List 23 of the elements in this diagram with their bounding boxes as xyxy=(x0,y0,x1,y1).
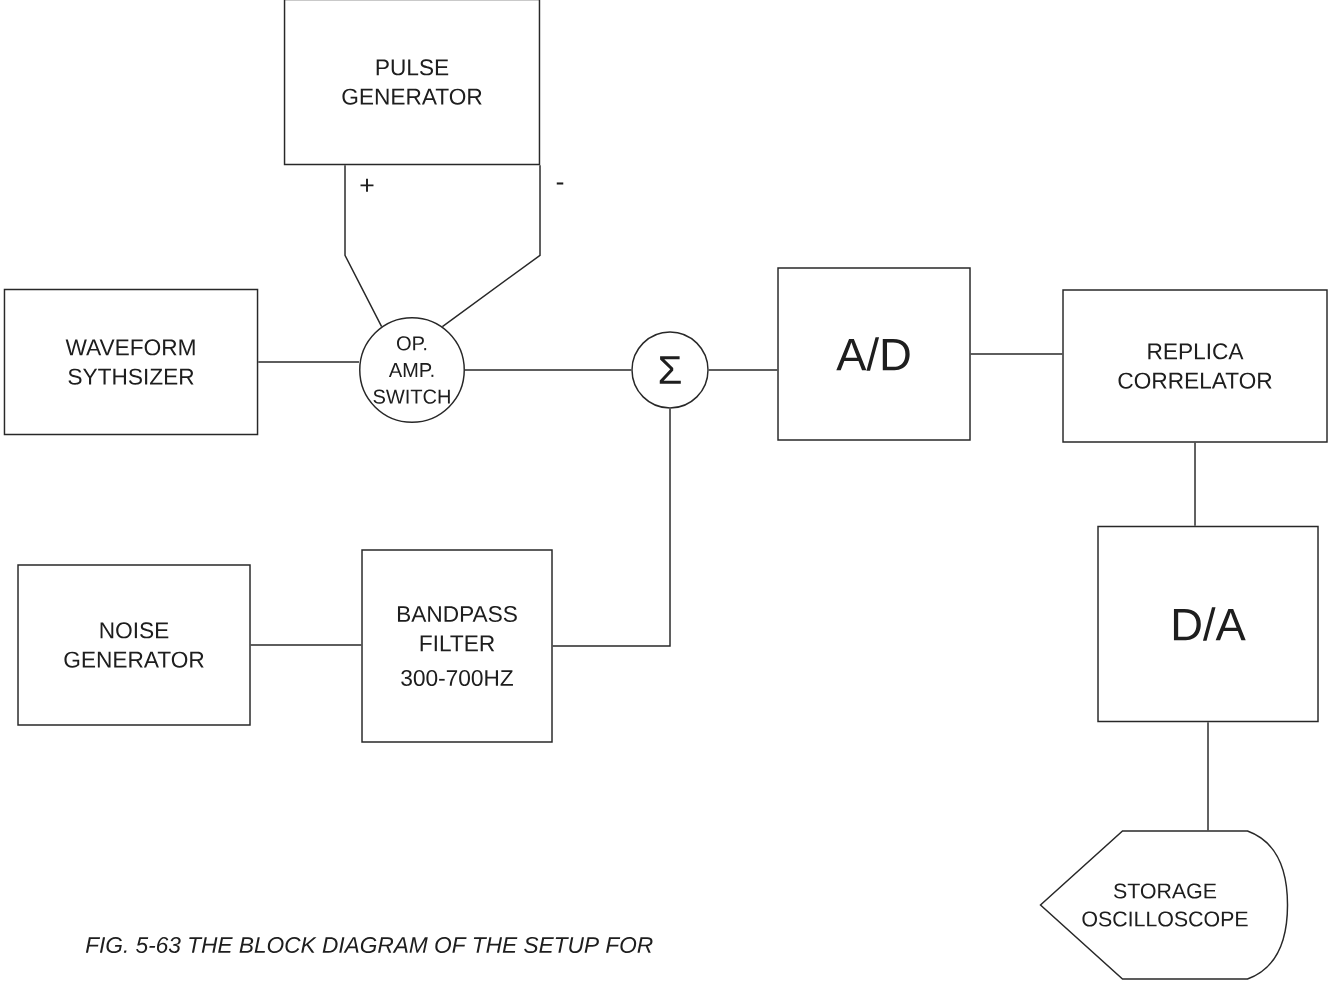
connector-line xyxy=(344,164,383,328)
edge-label: + xyxy=(357,177,377,196)
edge-label: - xyxy=(554,181,566,192)
connector-line xyxy=(708,369,778,371)
process-box: A/D xyxy=(777,267,971,441)
connector-line xyxy=(1207,721,1209,831)
connector-line xyxy=(970,353,1063,355)
process-box: WAVEFORM SYTHSIZER xyxy=(3,288,259,436)
circle-block: OP. AMP. SWITCH xyxy=(359,317,465,423)
process-box: D/A xyxy=(1097,525,1319,723)
connector-line xyxy=(441,164,541,328)
process-box: REPLICA CORRELATOR xyxy=(1062,289,1328,443)
process-box: BANDPASS FILTER 300-700HZ xyxy=(361,549,553,743)
process-box: NOISE GENERATOR xyxy=(17,564,251,726)
connector-line xyxy=(464,369,632,371)
display-block: STORAGE OSCILLOSCOPE xyxy=(1039,830,1289,980)
connector-line xyxy=(257,361,360,363)
connector-line xyxy=(552,408,671,647)
process-box: PULSE GENERATOR xyxy=(283,0,541,166)
connector-line xyxy=(250,644,362,646)
figure-caption: FIG. 5-63 THE BLOCK DIAGRAM OF THE SETUP FOR xyxy=(85,936,653,954)
connector-line xyxy=(1194,442,1196,527)
circle-block: Σ xyxy=(631,331,709,409)
